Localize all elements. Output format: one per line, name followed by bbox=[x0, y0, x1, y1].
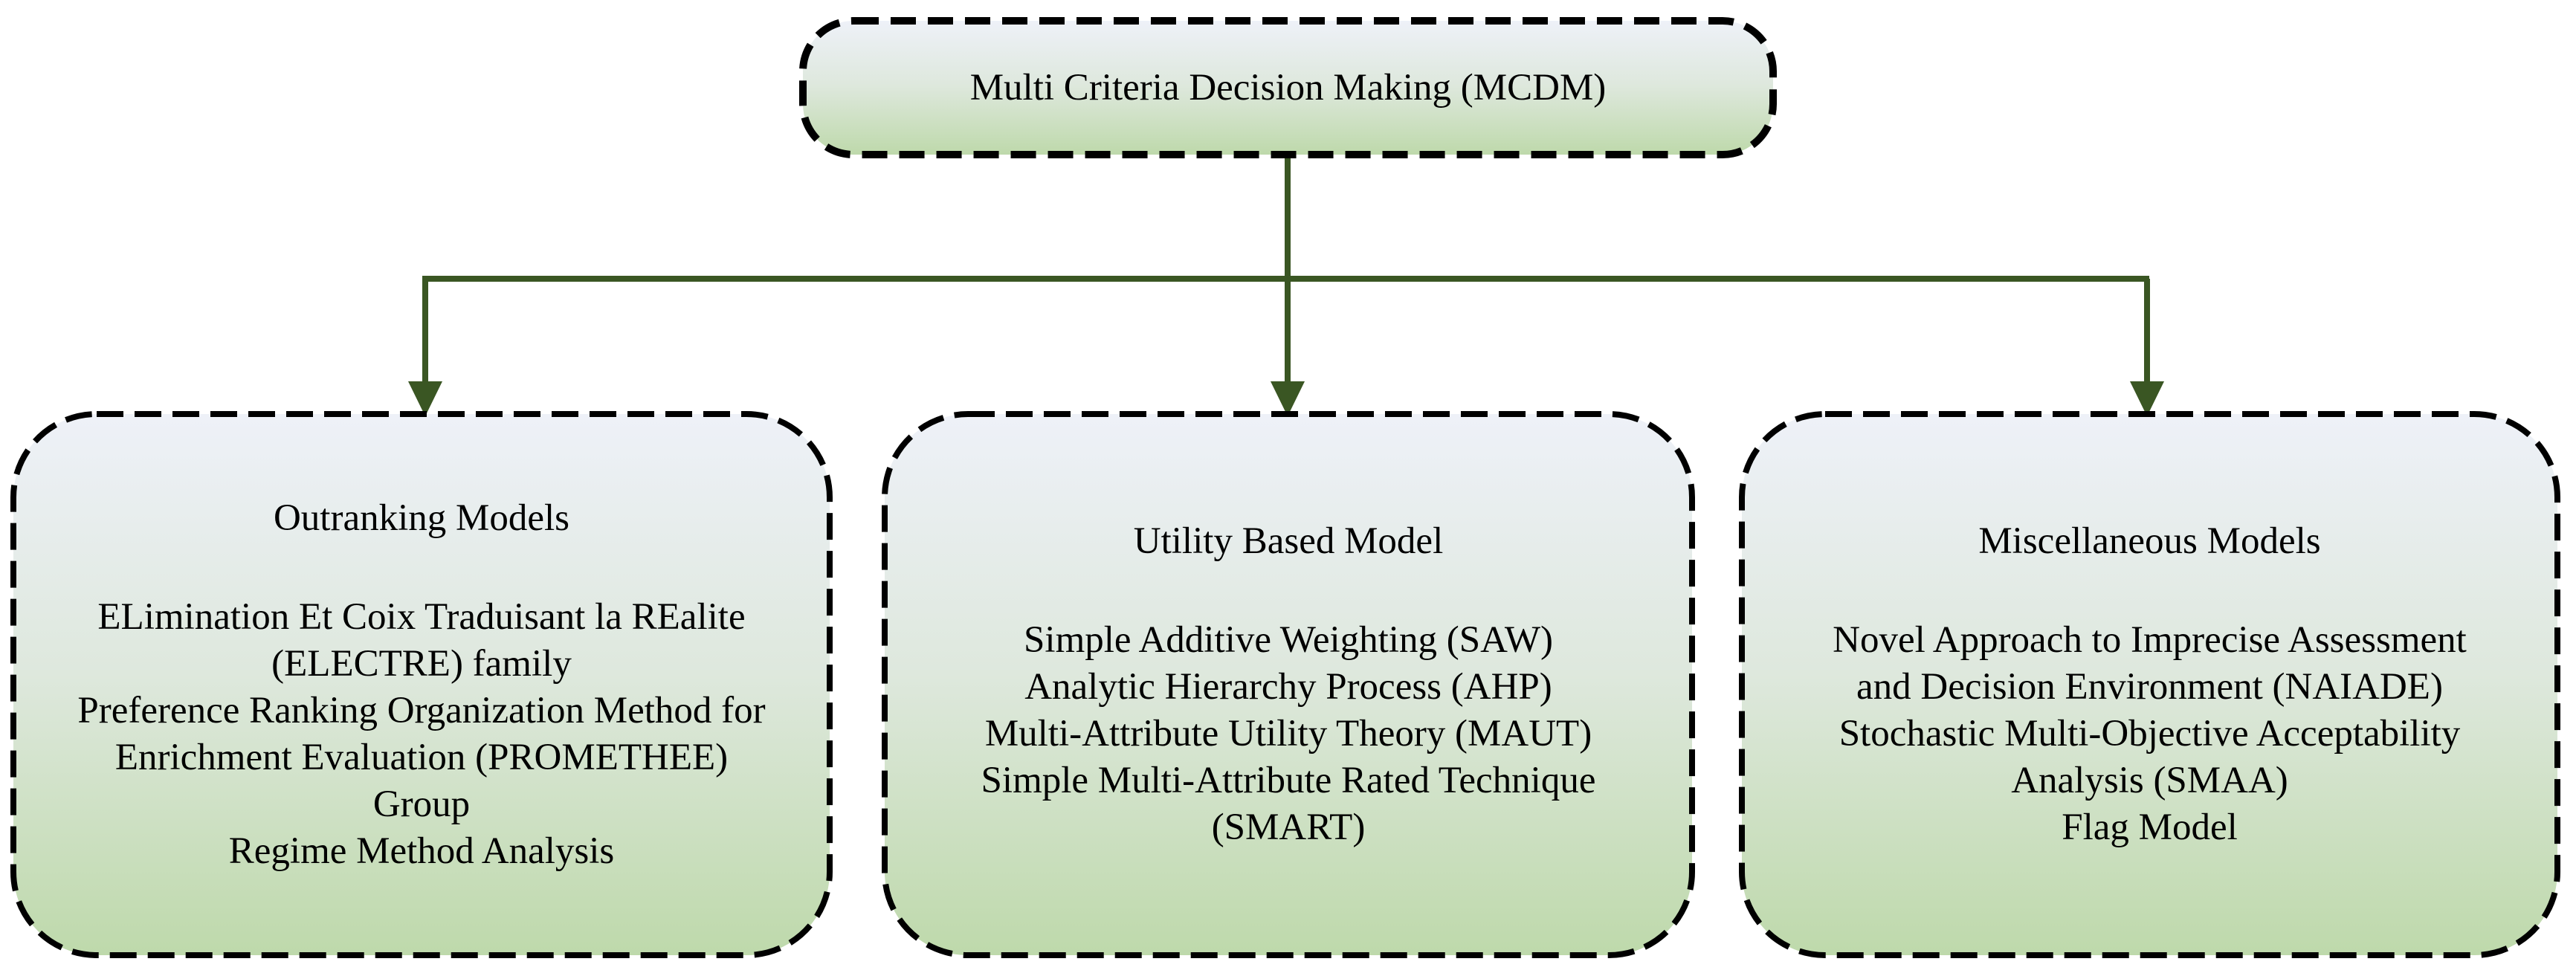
node-title: Outranking Models bbox=[273, 497, 570, 539]
model-item-line: Analytic Hierarchy Process (AHP) bbox=[1024, 666, 1552, 708]
node-title: Utility Based Model bbox=[1133, 520, 1444, 562]
model-item-line: and Decision Environment (NAIADE) bbox=[1856, 666, 2443, 708]
model-item-line: Stochastic Multi-Objective Acceptability bbox=[1839, 713, 2461, 754]
model-item-line: Novel Approach to Imprecise Assessment bbox=[1833, 619, 2467, 661]
arrowhead-middle-icon bbox=[1271, 381, 1305, 416]
node-mcdm-label: Multi Criteria Decision Making (MCDM) bbox=[969, 66, 1607, 109]
node-utility-based-model: Utility Based Model Simple Additive Weig… bbox=[885, 414, 1692, 955]
node-mcdm: Multi Criteria Decision Making (MCDM) bbox=[803, 21, 1773, 155]
node-miscellaneous-models: Miscellaneous Models Novel Approach to I… bbox=[1742, 414, 2557, 955]
model-item-line: Simple Multi-Attribute Rated Technique bbox=[981, 760, 1596, 801]
node-outranking-models-shape bbox=[10, 411, 833, 958]
model-item-line: Enrichment Evaluation (PROMETHEE) bbox=[114, 736, 729, 778]
node-outranking-models: Outranking Models ELimination Et Coix Tr… bbox=[13, 414, 830, 955]
node-utility-based-model-shape bbox=[882, 411, 1695, 958]
model-item-line: Preference Ranking Organization Method f… bbox=[77, 689, 766, 731]
model-item-line: Simple Additive Weighting (SAW) bbox=[1024, 619, 1553, 661]
arrowhead-left-icon bbox=[408, 381, 442, 416]
node-miscellaneous-models-shape bbox=[1739, 411, 2560, 958]
arrowhead-right-icon bbox=[2130, 381, 2164, 416]
model-item-line: (SMART) bbox=[1211, 807, 1366, 848]
model-item-line: Regime Method Analysis bbox=[228, 830, 615, 872]
tree-connector-lines bbox=[422, 154, 2150, 384]
model-item-line: Flag Model bbox=[2062, 807, 2238, 848]
node-title: Miscellaneous Models bbox=[1978, 520, 2321, 562]
model-item-line: (ELECTRE) family bbox=[271, 642, 572, 685]
model-item-line: Analysis (SMAA) bbox=[2011, 760, 2288, 801]
model-item-line: Multi-Attribute Utility Theory (MAUT) bbox=[984, 713, 1592, 754]
model-item-line: Group bbox=[372, 783, 471, 825]
node-mcdm-shape bbox=[799, 17, 1777, 158]
model-item-line: ELimination Et Coix Traduisant la REalit… bbox=[97, 595, 746, 638]
